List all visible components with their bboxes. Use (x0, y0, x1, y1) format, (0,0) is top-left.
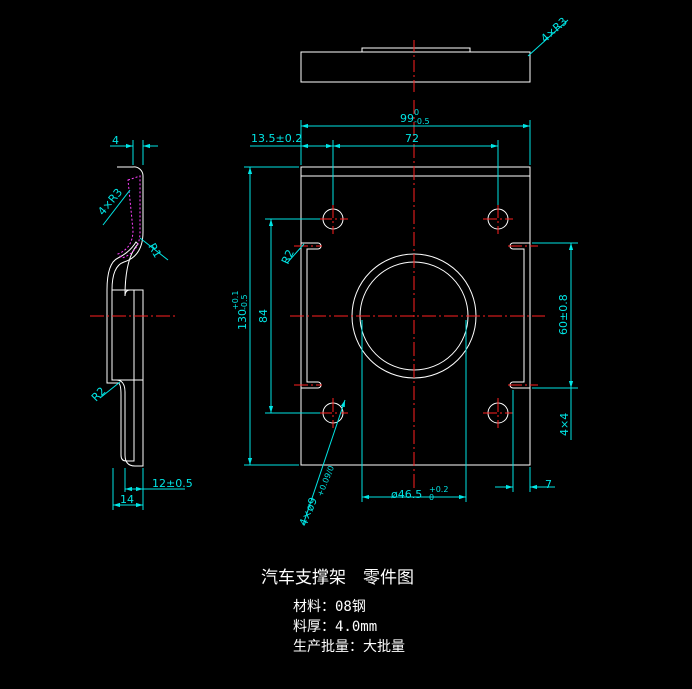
front-view-outline (300, 166, 531, 466)
drawing-title: 汽车支撑架 零件图 (261, 568, 414, 588)
dim-height-overall: 130 (236, 309, 249, 330)
dim-bore-tol-lower: 0 (429, 493, 434, 502)
note-material: 材料：08钢 (293, 599, 366, 615)
dim-width-overall-tol-lower: -0.5 (414, 117, 430, 126)
dim-slot-size: 4×4 (558, 413, 571, 436)
front-centerlines (290, 100, 545, 490)
dim-width-overall: 99 (400, 112, 414, 125)
dim-hole-spacing-x: 72 (405, 132, 419, 145)
note-batch: 生产批量：大批量 (293, 639, 405, 655)
side-view (106, 166, 144, 467)
dim-bore-tol-upper: +0.2 (429, 485, 448, 494)
top-view (300, 47, 531, 83)
side-r2-label: R2 (89, 385, 109, 405)
dim-corner-r2: R2 (279, 247, 297, 266)
side-r1-label: R1 (145, 241, 164, 260)
dim-width-overall-tol-upper: 0 (414, 108, 419, 117)
side-dimensions (99, 140, 185, 510)
side-view-hatch (117, 175, 141, 259)
dim-holes-tol: +0.09/0 (316, 464, 336, 497)
front-dimensions (244, 120, 578, 526)
side-view-profile (106, 166, 144, 467)
side-thickness-label: 4 (112, 134, 119, 147)
top-view-outline (300, 47, 531, 83)
side-width-label: 14 (120, 493, 134, 506)
note-thickness: 料厚：4.0mm (293, 619, 377, 635)
dim-height-overall-tol-upper: +0.1 (231, 291, 240, 310)
dim-slot-depth: 7 (545, 478, 552, 491)
top-radius-leader (527, 19, 569, 57)
dim-hole-spacing-y: 84 (257, 309, 270, 323)
side-flange-label: 12±0.5 (152, 477, 193, 490)
dim-slot-height: 60±0.8 (557, 294, 570, 335)
top-radius-label: 4×R3 (538, 15, 570, 45)
dim-height-overall-tol-lower: -0.5 (240, 294, 249, 310)
dim-edge-offset: 13.5±0.2 (251, 132, 302, 145)
dim-holes: 4×ø9 (297, 495, 320, 528)
dim-bore-dia: ø46.5 (391, 488, 422, 501)
